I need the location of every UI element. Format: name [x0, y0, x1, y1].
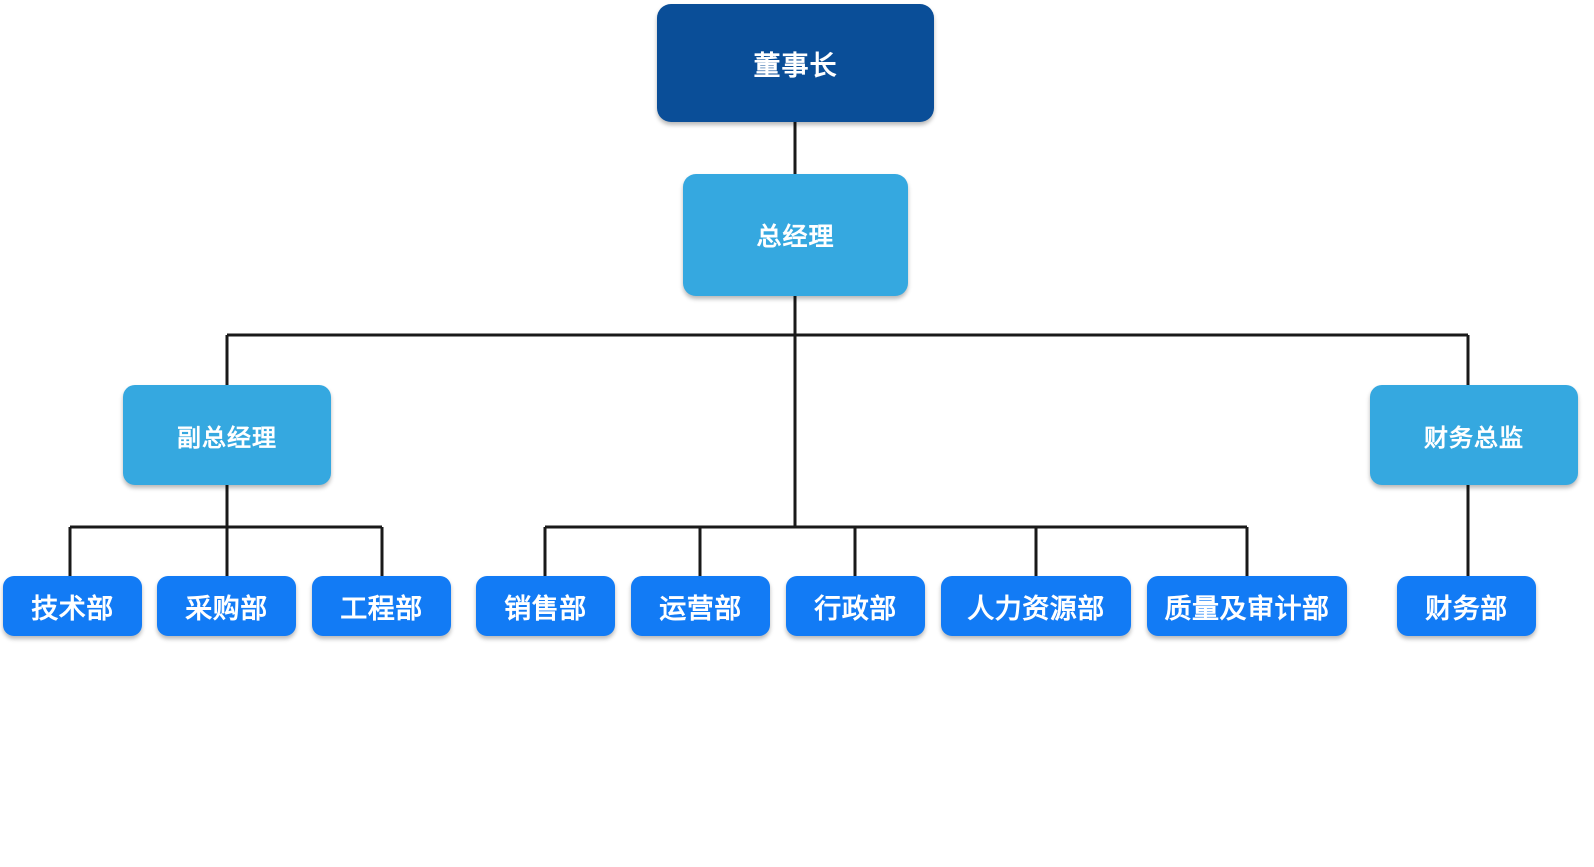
node-dept-human-resources[interactable]: 人力资源部	[941, 576, 1131, 636]
node-financial-director-label: 财务总监	[1424, 424, 1524, 452]
node-deputy-general-manager-label: 副总经理	[177, 424, 277, 452]
node-chairman-label: 董事长	[753, 50, 838, 81]
node-dept-operations-label: 运营部	[659, 593, 742, 624]
node-dept-administration-label: 行政部	[814, 593, 897, 624]
node-financial-director[interactable]: 财务总监	[1370, 385, 1578, 485]
node-general-manager[interactable]: 总经理	[683, 174, 908, 296]
node-dept-human-resources-label: 人力资源部	[967, 593, 1105, 624]
node-dept-technology-label: 技术部	[31, 593, 114, 624]
node-chairman[interactable]: 董事长	[657, 4, 934, 122]
node-dept-technology[interactable]: 技术部	[3, 576, 142, 636]
node-dept-administration[interactable]: 行政部	[786, 576, 925, 636]
node-dept-sales[interactable]: 销售部	[476, 576, 615, 636]
node-dept-procurement-label: 采购部	[185, 593, 268, 624]
node-dept-engineering-label: 工程部	[340, 593, 423, 624]
node-dept-quality-audit-label: 质量及审计部	[1164, 593, 1330, 624]
node-dept-finance-label: 财务部	[1425, 593, 1508, 624]
node-dept-quality-audit[interactable]: 质量及审计部	[1147, 576, 1347, 636]
node-deputy-general-manager[interactable]: 副总经理	[123, 385, 331, 485]
node-dept-operations[interactable]: 运营部	[631, 576, 770, 636]
node-general-manager-label: 总经理	[756, 223, 835, 251]
node-dept-finance[interactable]: 财务部	[1397, 576, 1536, 636]
node-dept-engineering[interactable]: 工程部	[312, 576, 451, 636]
node-dept-sales-label: 销售部	[504, 593, 587, 624]
node-dept-procurement[interactable]: 采购部	[157, 576, 296, 636]
